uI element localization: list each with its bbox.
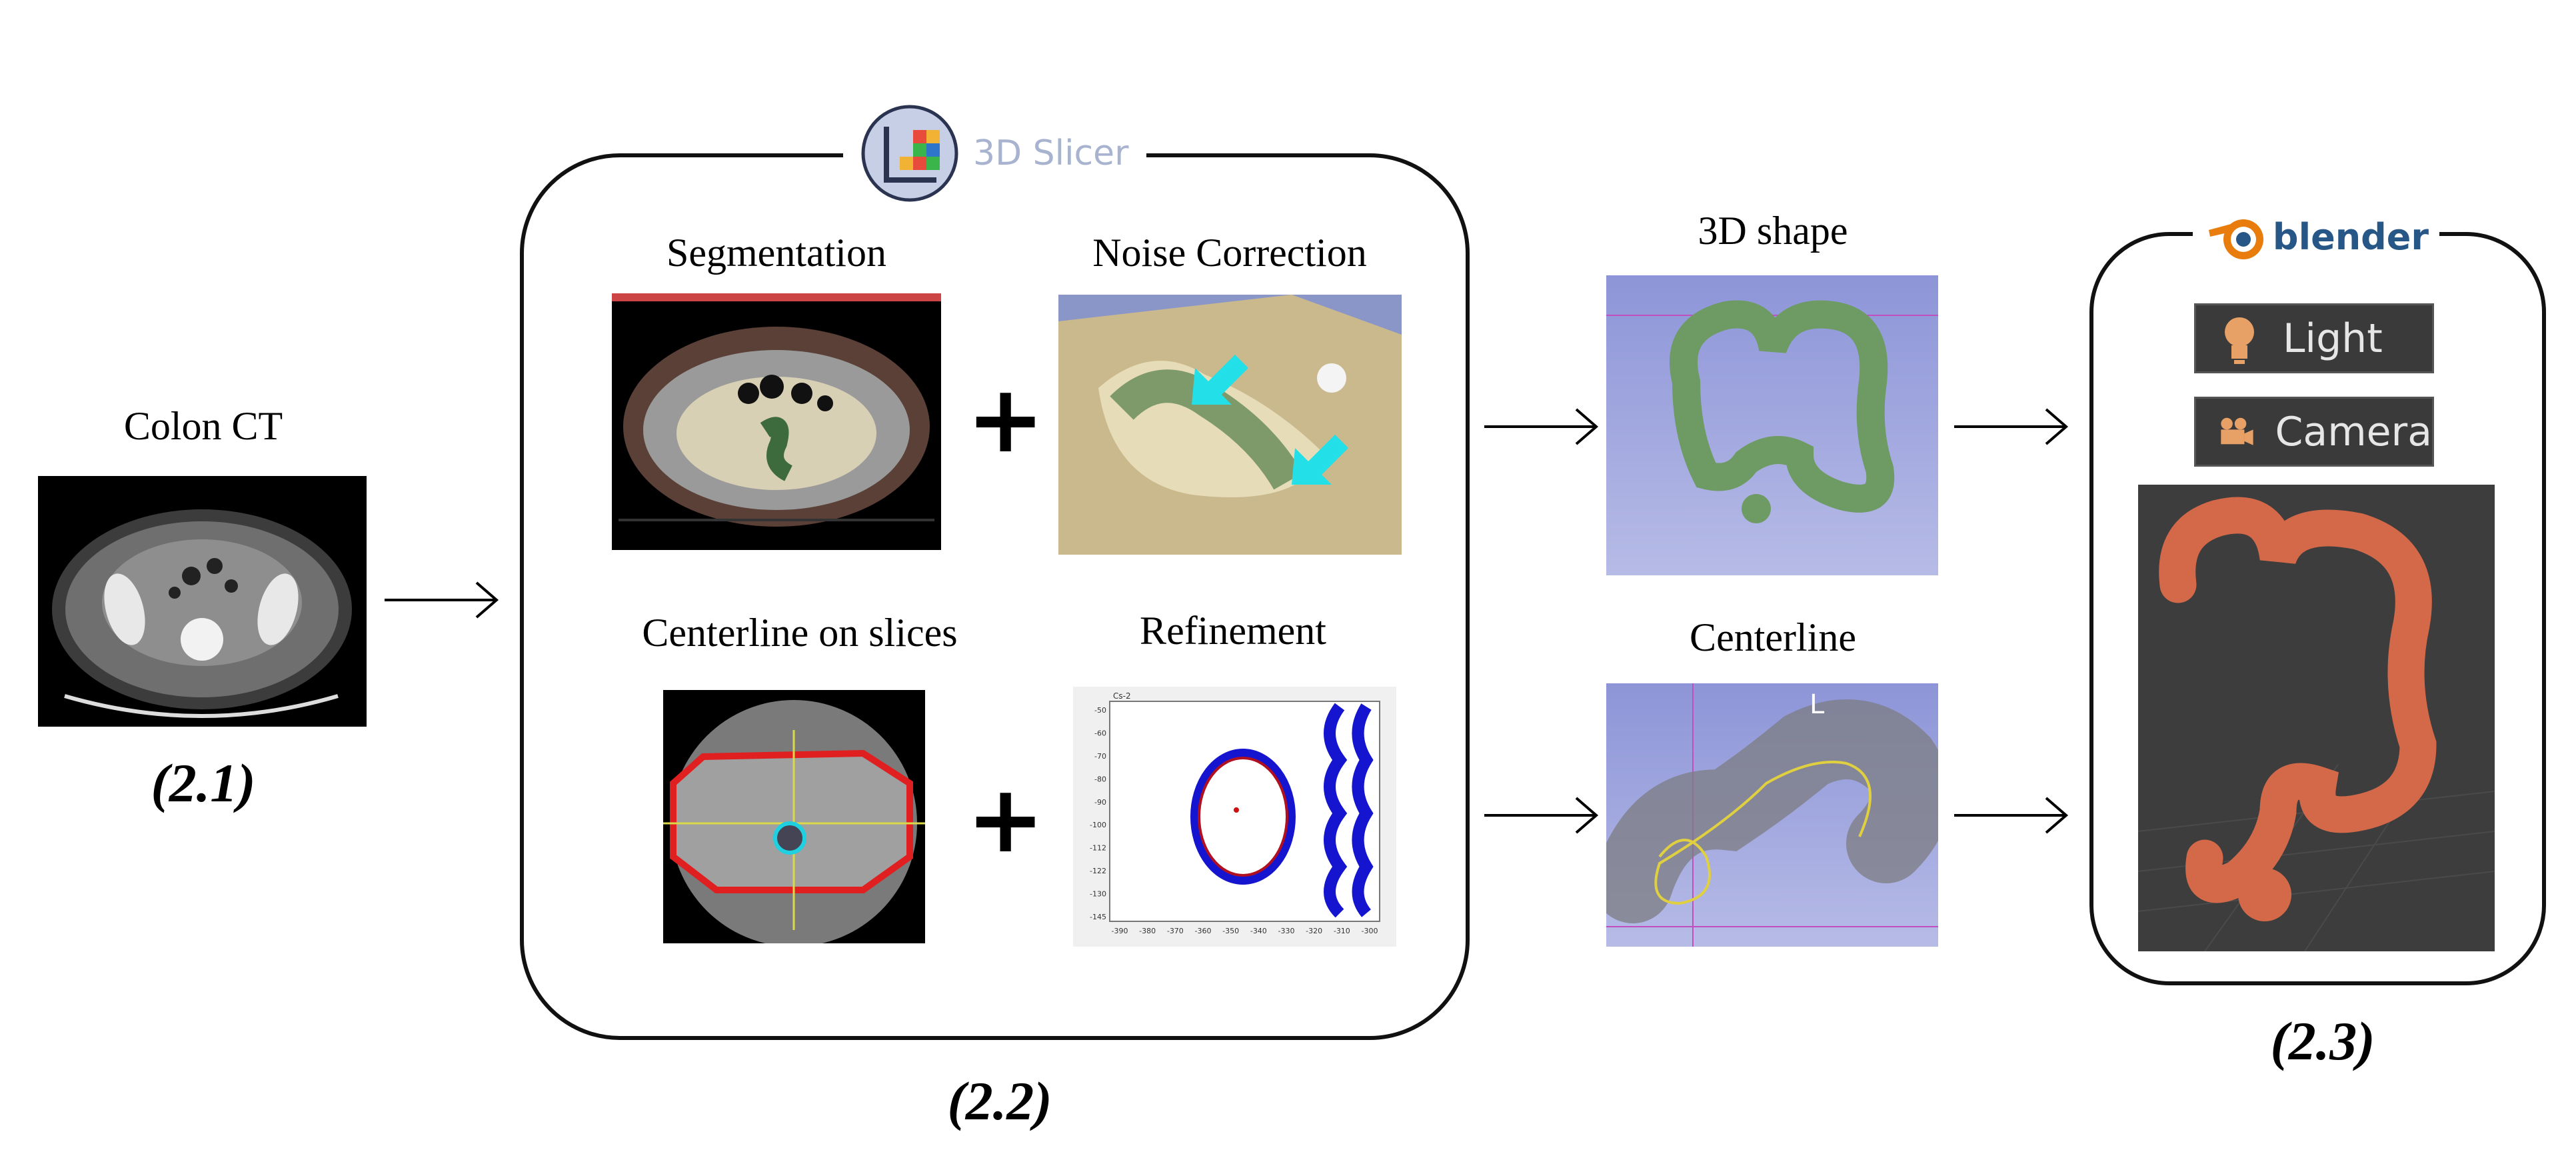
colon-ct-image bbox=[38, 476, 367, 727]
plot-x-tick: -350 bbox=[1222, 927, 1239, 935]
arrow-slicer-to-shape bbox=[1484, 408, 1599, 445]
segmentation-title: Segmentation bbox=[666, 231, 886, 275]
refinement-title: Refinement bbox=[1140, 609, 1326, 653]
centerline-slices-title: Centerline on slices bbox=[642, 611, 958, 655]
plot-y-tick: -70 bbox=[1094, 752, 1106, 761]
plot-x-tick: -360 bbox=[1195, 927, 1212, 935]
slicer-brand-text: 3D Slicer bbox=[973, 133, 1129, 173]
shape-title: 3D shape bbox=[1698, 209, 1848, 253]
arrow-centerline-to-blender bbox=[1954, 797, 2069, 834]
camera-label: Camera bbox=[2275, 408, 2432, 455]
noise-correction-title: Noise Correction bbox=[1092, 231, 1367, 275]
plot-y-tick: -60 bbox=[1094, 729, 1106, 737]
step-2-1: (2.1) bbox=[151, 753, 256, 813]
light-button[interactable]: Light bbox=[2194, 303, 2434, 373]
slicer-brand: 3D Slicer bbox=[843, 100, 1146, 207]
light-bulb-icon bbox=[2225, 317, 2254, 364]
plus-bottom: + bbox=[966, 765, 1045, 874]
plot-y-tick: -130 bbox=[1090, 890, 1106, 899]
plot-x-tick: -380 bbox=[1139, 927, 1156, 935]
light-label: Light bbox=[2283, 315, 2383, 362]
plot-x-tick: -390 bbox=[1112, 927, 1128, 935]
plot-x-tick: -310 bbox=[1334, 927, 1350, 935]
plus-top: + bbox=[966, 365, 1045, 474]
centerline-image: L bbox=[1606, 683, 1938, 947]
plot-y-tick: -122 bbox=[1090, 867, 1106, 875]
plot-x-tick: -370 bbox=[1167, 927, 1184, 935]
arrow-slicer-to-centerline bbox=[1484, 797, 1599, 834]
plot-corner-label: Cs-2 bbox=[1113, 691, 1131, 701]
blender-brand: blender bbox=[2193, 200, 2439, 273]
plot-x-tick: -330 bbox=[1278, 927, 1295, 935]
camera-button[interactable]: Camera bbox=[2194, 397, 2434, 467]
refinement-plot: Cs-2 -50 -60 -70 -80 -90 -100 -112 -122 -130 -145… bbox=[1073, 687, 1396, 947]
camera-icon bbox=[2221, 417, 2253, 445]
plot-y-tick: -100 bbox=[1090, 821, 1106, 829]
plot-x-tick: -300 bbox=[1362, 927, 1378, 935]
plot-y-tick: -50 bbox=[1094, 706, 1106, 715]
blender-brand-text: blender bbox=[2272, 215, 2429, 258]
blender-logo-icon bbox=[2208, 219, 2263, 259]
colon-ct-title: Colon CT bbox=[123, 404, 283, 448]
plot-x-tick: -340 bbox=[1250, 927, 1267, 935]
segmentation-image bbox=[612, 293, 941, 550]
plot-y-tick: -80 bbox=[1094, 775, 1106, 783]
arrow-shape-to-blender bbox=[1954, 408, 2069, 445]
noise-correction-image bbox=[1058, 295, 1402, 555]
step-2-3: (2.3) bbox=[2270, 1011, 2375, 1071]
centerline-slices-image bbox=[663, 690, 925, 943]
arrow-ct-to-slicer bbox=[385, 581, 499, 619]
plot-y-tick: -90 bbox=[1094, 798, 1106, 807]
plot-x-tick: -320 bbox=[1306, 927, 1322, 935]
svg-text:L: L bbox=[1810, 689, 1825, 720]
slicer-logo-icon bbox=[861, 105, 958, 202]
centerline-title: Centerline bbox=[1690, 615, 1856, 659]
step-2-2: (2.2) bbox=[947, 1071, 1052, 1131]
blender-render bbox=[2138, 485, 2495, 951]
plot-y-tick: -145 bbox=[1090, 913, 1106, 921]
shape-image bbox=[1606, 275, 1938, 575]
plot-y-tick: -112 bbox=[1090, 844, 1106, 853]
